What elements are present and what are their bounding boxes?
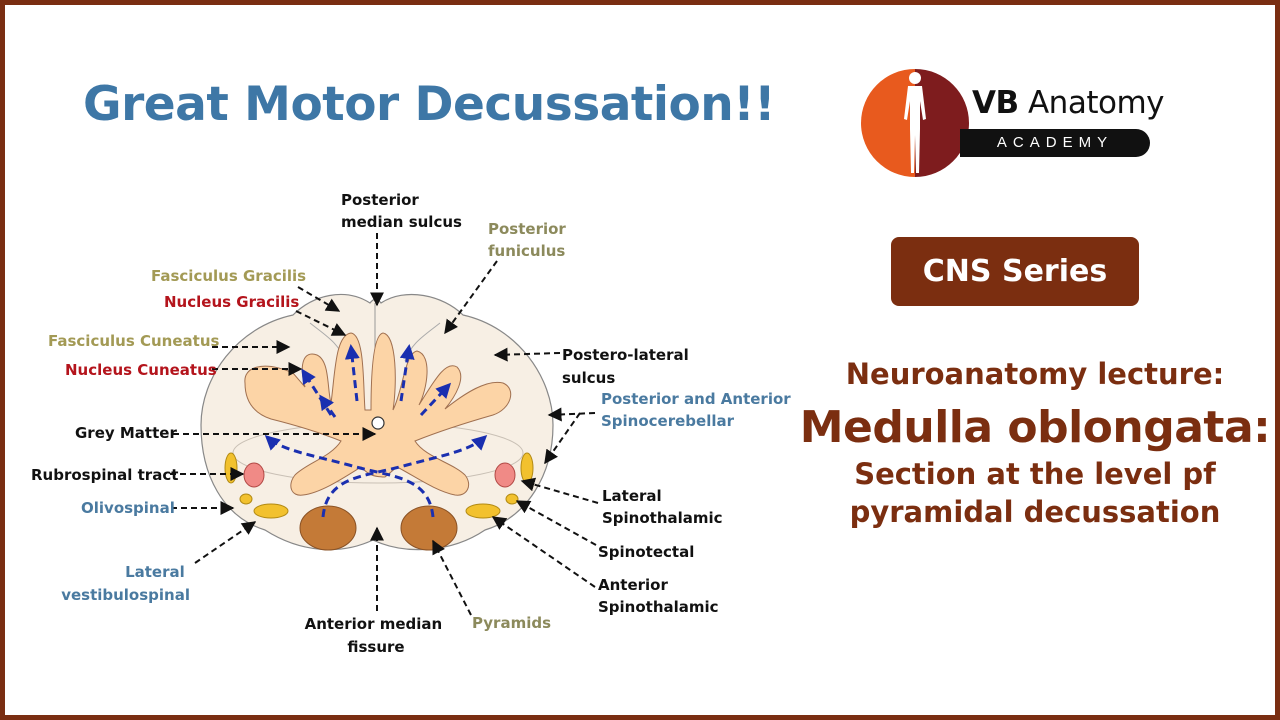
rubrospinal-tract-left	[243, 462, 265, 488]
olivospinal-tract-right	[505, 493, 519, 505]
central-canal	[371, 416, 385, 430]
label-pointers	[170, 233, 599, 616]
series-badge: CNS Series	[891, 237, 1139, 306]
logo-subtitle: ACADEMY	[960, 129, 1150, 157]
pyramid-right	[400, 505, 458, 551]
rubrospinal-tract-right	[494, 462, 516, 488]
label-pyramids: Pyramids	[472, 614, 551, 632]
lecture-line-4: pyramidal decussation	[849, 495, 1221, 529]
label-lateral-spinothalamic: Lateral Spinothalamic	[602, 487, 723, 527]
label-spinocerebellar: Posterior and Anterior Spinocerebellar	[601, 390, 796, 430]
label-rubrospinal-tract: Rubrospinal tract	[31, 466, 178, 484]
logo-circle-icon	[861, 69, 969, 177]
logo-name: VB Anatomy	[972, 85, 1165, 121]
pyramid-left	[299, 505, 357, 551]
label-posterior-funiculus: Posterior funiculus	[488, 220, 571, 260]
spinothalamic-tract-left	[253, 503, 289, 519]
label-lateral-vestibulospinal: Lateral vestibulospinal	[61, 563, 190, 604]
vb-anatomy-logo: VB Anatomy ACADEMY	[860, 67, 1180, 179]
label-fasciculus-gracilis: Fasciculus Gracilis	[151, 267, 306, 285]
spinothalamic-tract-right	[465, 503, 501, 519]
label-fasciculus-cuneatus: Fasciculus Cuneatus	[48, 332, 220, 350]
slide: Great Motor Decussation!! VB Anatomy ACA…	[5, 5, 1275, 715]
label-olivospinal: Olivospinal	[81, 499, 175, 517]
label-postero-lateral-sulcus: Postero-lateral sulcus	[562, 346, 694, 387]
lecture-line-2: Medulla oblongata:	[799, 402, 1271, 453]
label-grey-matter: Grey Matter	[75, 424, 177, 442]
lecture-line-1: Neuroanatomy lecture:	[845, 357, 1225, 391]
tract-spinocerebellar-right	[520, 452, 534, 484]
tract-spinocerebellar-left	[224, 452, 238, 484]
label-anterior-median-fissure: Anterior median fissure	[305, 615, 448, 656]
label-anterior-spinothalamic: Anterior Spinothalamic	[598, 576, 719, 616]
label-posterior-median-sulcus: Posterior median sulcus	[341, 191, 462, 231]
label-spinotectal: Spinotectal	[598, 543, 694, 561]
medulla-diagram: Posterior median sulcus Posterior funicu…	[31, 191, 796, 656]
decussation-arrows	[264, 344, 488, 518]
lecture-line-3: Section at the level pf	[854, 457, 1216, 491]
olivospinal-tract-left	[239, 493, 253, 505]
human-figure-icon	[904, 72, 926, 173]
label-nucleus-cuneatus: Nucleus Cuneatus	[65, 361, 217, 379]
label-nucleus-gracilis: Nucleus Gracilis	[164, 293, 299, 311]
page-title: Great Motor Decussation!!	[83, 77, 776, 132]
